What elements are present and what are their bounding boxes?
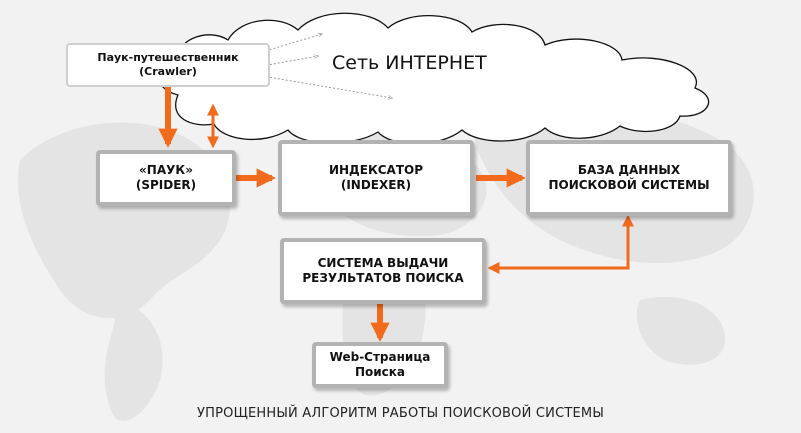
arrow-database-results-double <box>487 214 634 274</box>
diagram-caption: УПРОЩЕННЫЙ АЛГОРИТМ РАБОТЫ ПОИСКОВОЙ СИС… <box>197 406 604 421</box>
node-webpage: Web-Страница Поиска <box>312 342 448 388</box>
node-results-label: СИСТЕМА ВЫДАЧИ РЕЗУЛЬТАТОВ ПОИСКА <box>302 256 464 285</box>
node-crawler-label: Паук-путешественник (Crawler) <box>97 51 239 78</box>
node-database: БАЗА ДАННЫХ ПОИСКОВОЙ СИСТЕМЫ <box>526 140 732 216</box>
node-results: СИСТЕМА ВЫДАЧИ РЕЗУЛЬТАТОВ ПОИСКА <box>280 238 486 304</box>
node-webpage-label: Web-Страница Поиска <box>329 350 431 379</box>
crawler-probe-arrows <box>261 34 392 98</box>
node-database-label: БАЗА ДАННЫХ ПОИСКОВОЙ СИСТЕМЫ <box>548 163 710 192</box>
node-indexer-label: ИНДЕКСАТОР (INDEXER) <box>328 163 424 192</box>
internet-cloud-label: Сеть ИНТЕРНЕТ <box>332 52 487 74</box>
node-spider: «ПАУК» (SPIDER) <box>96 150 236 206</box>
flow-arrows <box>158 86 634 342</box>
node-spider-label: «ПАУК» (SPIDER) <box>135 163 197 192</box>
node-indexer: ИНДЕКСАТОР (INDEXER) <box>278 140 474 216</box>
node-crawler: Паук-путешественник (Crawler) <box>66 43 270 87</box>
